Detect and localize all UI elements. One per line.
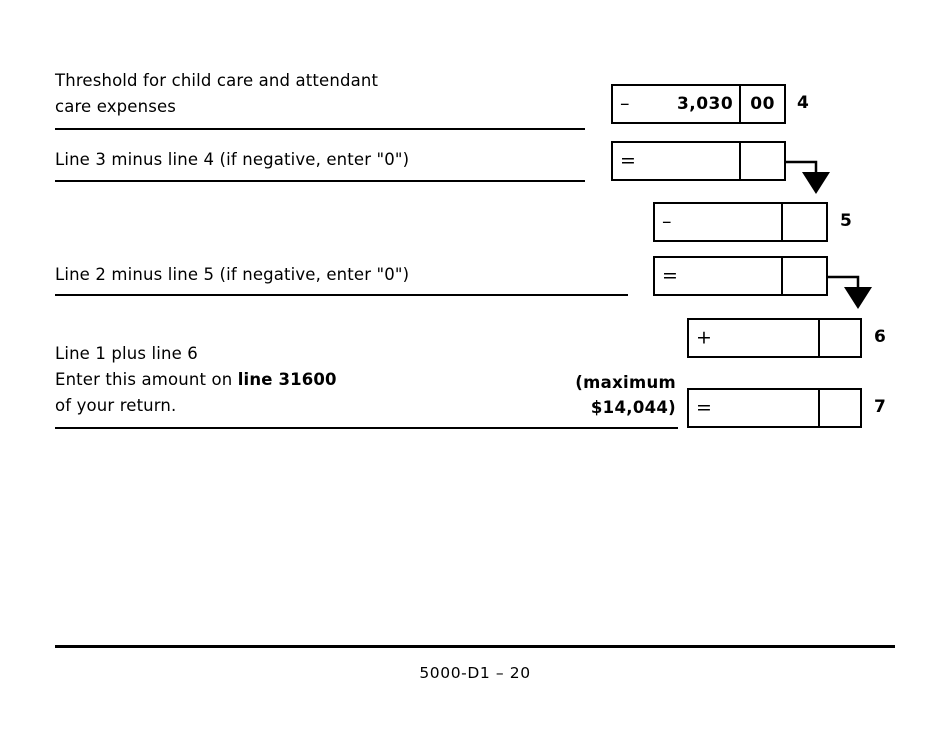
- operator-minus-4: –: [620, 92, 630, 115]
- maximum-note: (maximum $14,044): [575, 373, 676, 417]
- operator-plus-6: +: [696, 326, 712, 349]
- connector-arrow-1: [785, 160, 830, 194]
- rule-under-line1-plus-line6: [55, 427, 678, 429]
- amount-dollars-5[interactable]: [655, 204, 781, 240]
- label-line1-plus-line6-tail: of your return.: [55, 396, 177, 415]
- amount-dollars-line3-minus-line4[interactable]: [613, 143, 739, 179]
- amount-dollars-4[interactable]: 3,030: [676, 94, 734, 114]
- amount-cents-line3-minus-line4[interactable]: [739, 143, 784, 179]
- amount-box-line3-minus-line4[interactable]: =: [611, 141, 786, 181]
- line-number-4: 4: [797, 93, 809, 113]
- label-line1-plus-line6-head: Line 1 plus line 6 Enter this amount on: [55, 344, 233, 389]
- operator-equals-7: =: [696, 396, 712, 419]
- rule-under-threshold: [55, 128, 585, 130]
- operator-equals-line2-minus-line5: =: [662, 264, 678, 287]
- amount-cents-7[interactable]: [818, 390, 860, 426]
- form-code-footer: 5000-D1 – 20: [419, 664, 531, 682]
- amount-dollars-6[interactable]: [689, 320, 818, 356]
- label-line-31600: line 31600: [237, 370, 337, 389]
- connector-arrow-2: [827, 275, 872, 309]
- amount-box-5[interactable]: –: [653, 202, 828, 242]
- label-threshold-child-care: Threshold for child care and attendant c…: [55, 71, 379, 116]
- amount-cents-5[interactable]: [781, 204, 826, 240]
- amount-cents-line2-minus-line5[interactable]: [781, 258, 826, 294]
- amount-box-4[interactable]: – 3,030 00: [611, 84, 786, 124]
- line-number-5: 5: [840, 211, 852, 231]
- amount-box-6[interactable]: +: [687, 318, 862, 358]
- rule-under-line2-minus-line5: [55, 294, 628, 296]
- rule-under-line3-minus-line4: [55, 180, 585, 182]
- amount-box-7[interactable]: =: [687, 388, 862, 428]
- label-line1-plus-line6: Line 1 plus line 6 Enter this amount on …: [55, 341, 525, 419]
- label-line3-minus-line4: Line 3 minus line 4 (if negative, enter …: [55, 150, 410, 169]
- amount-dollars-7[interactable]: [689, 390, 818, 426]
- operator-equals-line3-minus-line4: =: [620, 149, 636, 172]
- footer-divider: [55, 645, 895, 648]
- label-line2-minus-line5: Line 2 minus line 5 (if negative, enter …: [55, 265, 410, 284]
- amount-cents-4[interactable]: 00: [739, 86, 784, 122]
- line-number-7: 7: [874, 397, 886, 417]
- amount-cents-6[interactable]: [818, 320, 860, 356]
- line-number-6: 6: [874, 327, 886, 347]
- amount-dollars-line2-minus-line5[interactable]: [655, 258, 781, 294]
- operator-minus-5: –: [662, 210, 672, 233]
- amount-box-line2-minus-line5[interactable]: =: [653, 256, 828, 296]
